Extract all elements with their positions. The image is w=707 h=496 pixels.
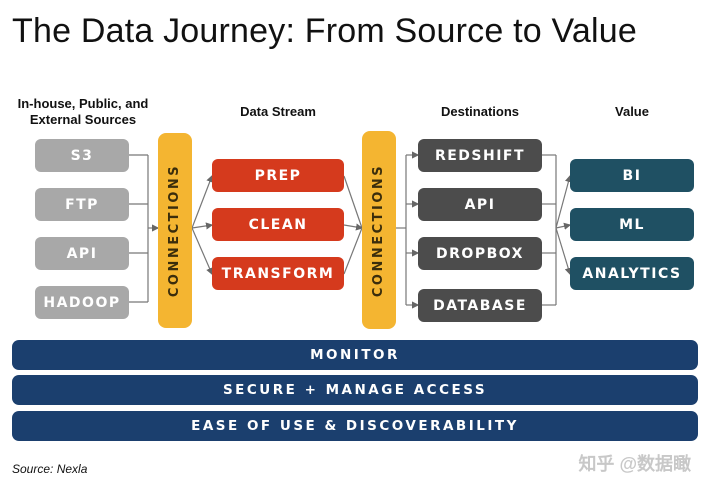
watermark: 知乎 @数据瞰 [578, 454, 691, 474]
page-title: The Data Journey: From Source to Value [12, 12, 637, 50]
sources-header: In-house, Public, and External Sources [17, 96, 149, 127]
value-ml: ML [570, 208, 694, 241]
destination-redshift: REDSHIFT [418, 139, 542, 172]
connections-left: CONNECTIONS [158, 133, 192, 328]
source-hadoop: HADOOP [35, 286, 129, 319]
bar-monitor: MONITOR [12, 340, 698, 370]
value-header: Value [615, 104, 649, 119]
bar-ease-of-use: EASE OF USE & DISCOVERABILITY [12, 411, 698, 441]
source-s3: S3 [35, 139, 129, 172]
connections-right: CONNECTIONS [362, 131, 396, 329]
source-ftp: FTP [35, 188, 129, 221]
source-api: API [35, 237, 129, 270]
stream-clean: CLEAN [212, 208, 344, 241]
value-bi: BI [570, 159, 694, 192]
bar-secure-manage-access: SECURE + MANAGE ACCESS [12, 375, 698, 405]
value-analytics: ANALYTICS [570, 257, 694, 290]
destination-dropbox: DROPBOX [418, 237, 542, 270]
stream-transform: TRANSFORM [212, 257, 344, 290]
source-note: Source: Nexla [12, 462, 88, 476]
destination-api: API [418, 188, 542, 221]
connections-right-label: CONNECTIONS [371, 163, 387, 297]
destination-database: DATABASE [418, 289, 542, 322]
stream-prep: PREP [212, 159, 344, 192]
destinations-header: Destinations [440, 104, 519, 119]
connections-left-label: CONNECTIONS [167, 163, 183, 298]
stream-header: Data Stream [240, 104, 316, 119]
